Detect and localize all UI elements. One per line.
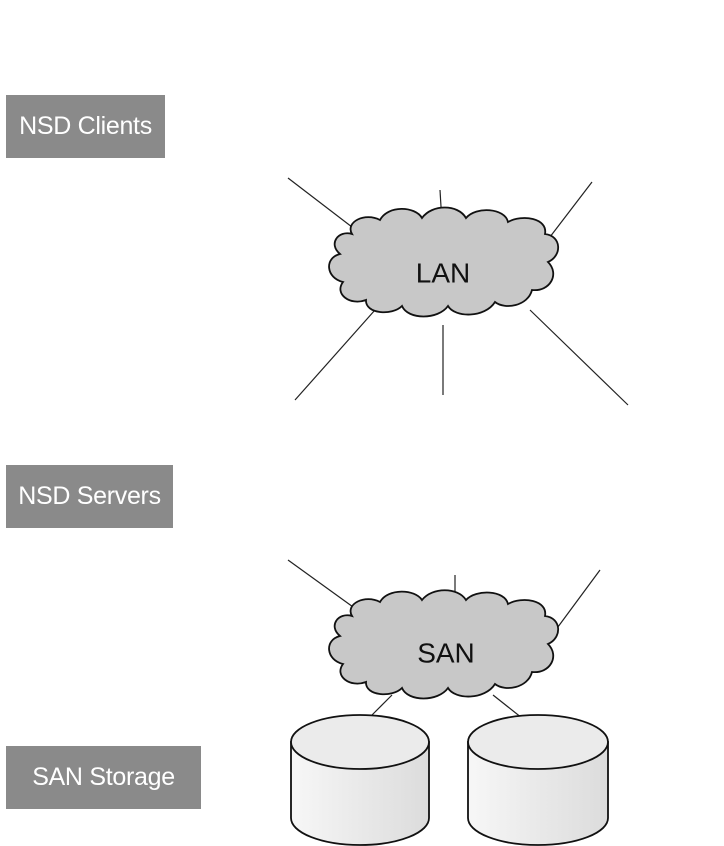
- lan-cloud: LAN: [328, 206, 560, 318]
- link-san-disk2: [492, 694, 523, 719]
- storage-disk-2: [467, 714, 609, 846]
- nsd-servers-label: NSD Servers: [6, 465, 173, 528]
- nsd-clients-label: NSD Clients: [6, 95, 165, 158]
- san-cloud-shape: [328, 589, 560, 700]
- san-storage-label: SAN Storage: [6, 746, 201, 809]
- link-server3-san: [551, 569, 601, 636]
- link-lan-server1: [294, 309, 376, 401]
- connection-lines: [287, 177, 629, 719]
- link-lan-server3: [529, 309, 629, 406]
- link-san-disk1: [371, 694, 393, 716]
- san-cloud: SAN: [328, 589, 560, 700]
- storage-disk-1: [290, 714, 430, 846]
- lan-label: LAN: [416, 257, 470, 288]
- san-label: SAN: [417, 637, 475, 668]
- lan-cloud-shape: [328, 206, 560, 318]
